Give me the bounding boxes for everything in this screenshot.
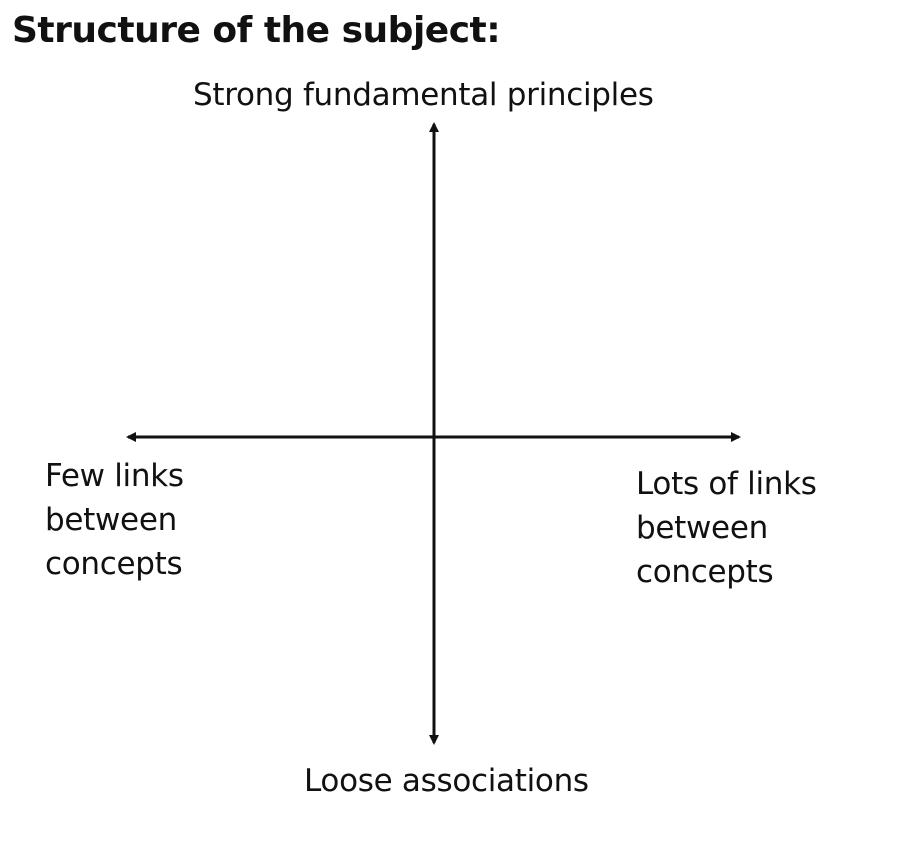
axis-label-right-line: between [636,510,768,546]
axis-label-top: Strong fundamental principles [193,77,654,113]
axis-label-left: Few links between concepts [45,454,235,586]
diagram-title: Structure of the subject: [12,10,501,51]
axis-label-right: Lots of links between concepts [636,462,856,594]
axis-label-right-line: concepts [636,554,774,590]
axis-label-right-line: Lots of links [636,466,817,502]
axis-label-bottom: Loose associations [304,763,589,799]
axis-label-left-line: Few links [45,458,184,494]
axis-label-left-line: concepts [45,546,183,582]
axis-label-left-line: between [45,502,177,538]
